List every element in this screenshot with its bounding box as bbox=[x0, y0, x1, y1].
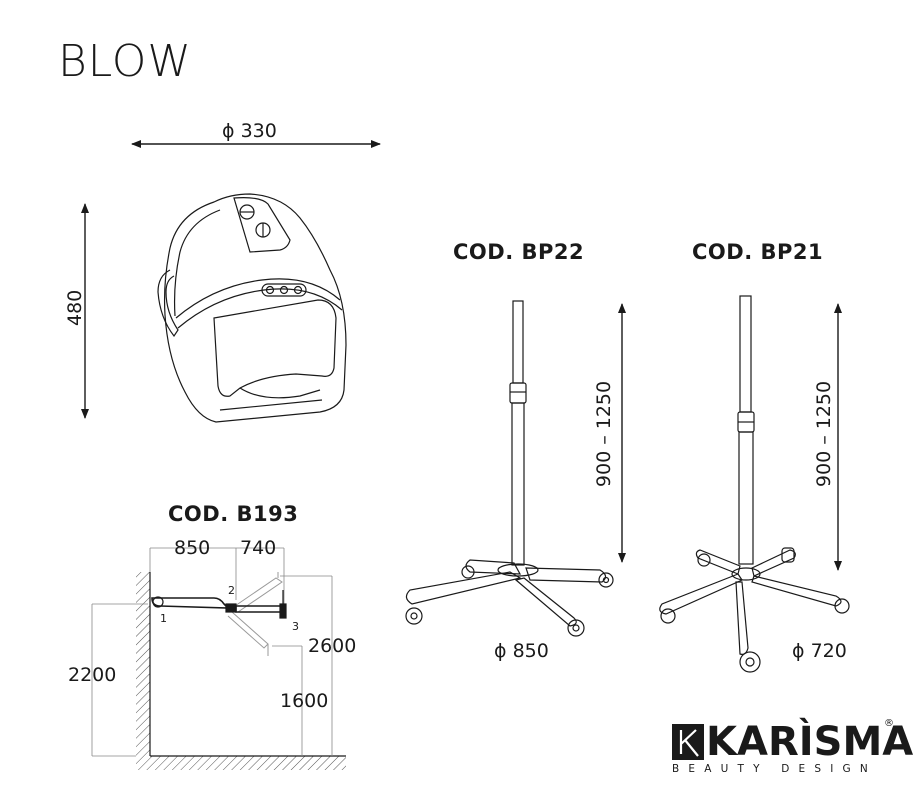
min-height-label: 1600 bbox=[280, 690, 329, 712]
bp21-base-label: ϕ 720 bbox=[792, 640, 847, 662]
dryer-diameter-label: ϕ 330 bbox=[222, 120, 277, 142]
hood-dryer-drawing bbox=[81, 140, 381, 423]
brand-logo-tagline: BEAUTY DESIGN bbox=[672, 763, 877, 775]
b193-code: COD. B193 bbox=[168, 502, 299, 526]
page-title: BLOW bbox=[58, 36, 192, 87]
arm2-length-label: 740 bbox=[240, 537, 277, 559]
mount-height-label: 2200 bbox=[68, 664, 117, 686]
wall-arm-b193-drawing bbox=[91, 547, 346, 770]
joint-3-label: 3 bbox=[292, 620, 299, 633]
bp22-base-label: ϕ 850 bbox=[494, 640, 549, 662]
ceiling-height-label: 2600 bbox=[308, 635, 357, 657]
stand-bp22-drawing bbox=[405, 300, 626, 637]
bp22-code: COD. BP22 bbox=[453, 240, 585, 264]
registered-mark: ® bbox=[884, 718, 894, 729]
bp21-height-label: 900 – 1250 bbox=[813, 380, 835, 488]
brand-logo-name: KARÌSMA bbox=[706, 719, 914, 765]
bp22-height-label: 900 – 1250 bbox=[593, 380, 615, 488]
joint-1-label: 1 bbox=[160, 612, 167, 625]
stand-bp21-drawing bbox=[659, 295, 850, 673]
joint-2-label: 2 bbox=[228, 584, 235, 597]
arm1-length-label: 850 bbox=[174, 537, 211, 559]
karisma-monogram-icon bbox=[672, 724, 704, 760]
bp21-code: COD. BP21 bbox=[692, 240, 824, 264]
dryer-height-label: 480 bbox=[64, 289, 86, 326]
